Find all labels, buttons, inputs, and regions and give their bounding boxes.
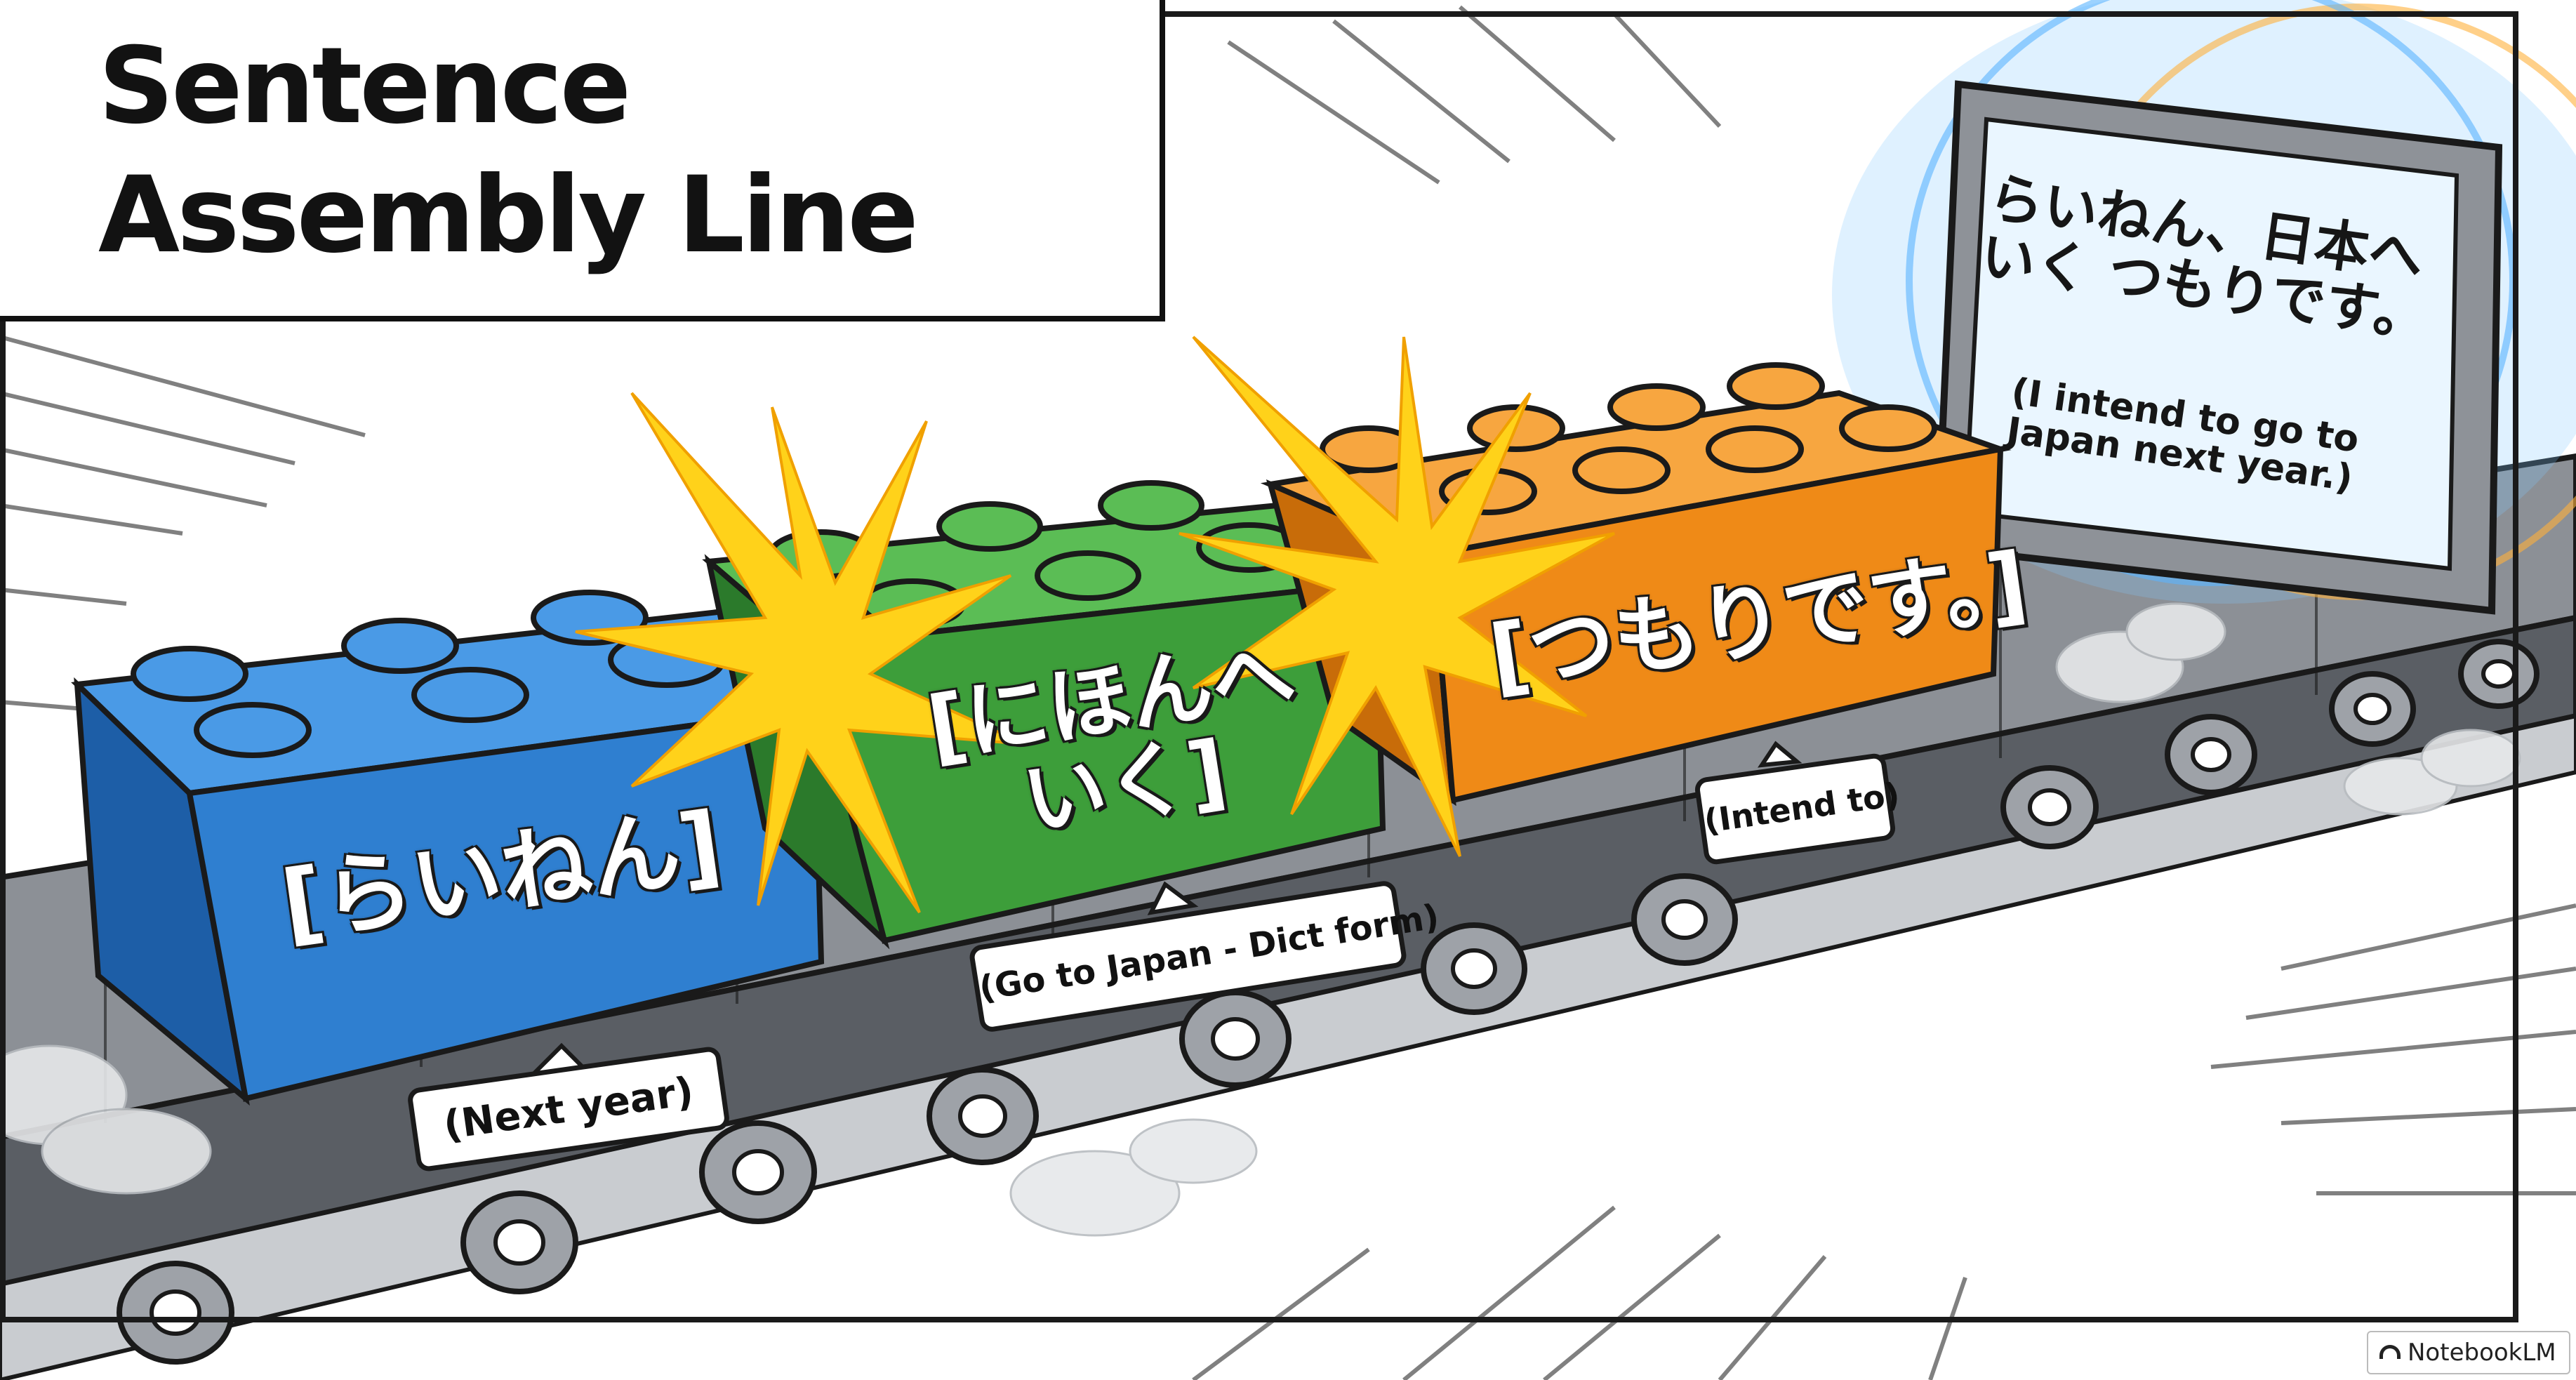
result-screen (1832, 0, 2576, 615)
roller-hubs (150, 659, 2516, 1336)
notebooklm-logo-icon (2379, 1345, 2401, 1359)
brand-watermark: NotebookLM (2367, 1331, 2570, 1374)
title-panel: Sentence Assembly Line (0, 0, 1165, 321)
title-line-2: Assembly Line (98, 154, 919, 277)
brand-name: NotebookLM (2408, 1339, 2556, 1367)
brick-blue (71, 590, 825, 1106)
spark-burst-left (575, 392, 1025, 914)
title-line-1: Sentence (98, 25, 631, 147)
smoke-puffs (0, 602, 2521, 1237)
spark-burst-right (1179, 336, 1615, 857)
panel-frame (0, 11, 2518, 1322)
